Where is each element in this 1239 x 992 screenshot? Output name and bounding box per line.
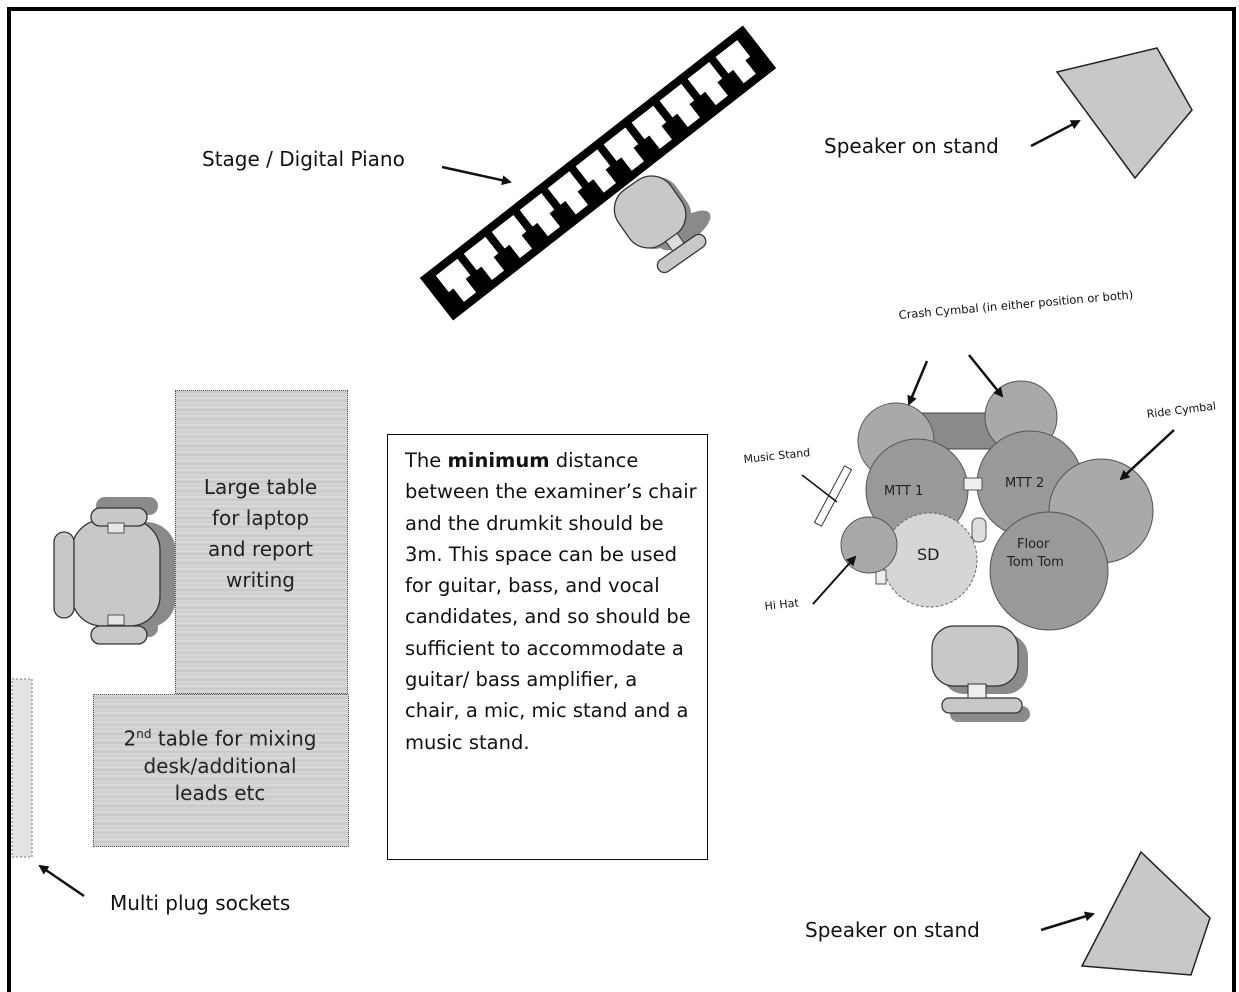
second-table-lead: 2 <box>123 726 137 751</box>
piano-key <box>687 61 728 106</box>
speaker-bottom-icon <box>1080 850 1211 976</box>
note-before: The <box>405 449 448 472</box>
label-sd: SD <box>917 545 940 564</box>
arrow-multi-plug <box>38 864 85 898</box>
note-bold: minimum <box>447 449 550 472</box>
piano-key <box>603 127 644 171</box>
label-mtt1: MTT 1 <box>884 484 924 499</box>
drum-stool-icon <box>931 625 1030 722</box>
piano-key <box>435 258 477 302</box>
music-stand-icon <box>813 465 853 527</box>
large-table <box>175 390 348 694</box>
large-table-line-2: for laptop <box>211 506 310 530</box>
piano-key <box>547 171 589 215</box>
large-table-line-3: and report <box>207 537 314 561</box>
label-speaker-top: Speaker on stand <box>824 134 999 158</box>
second-table-sup: nd <box>136 727 152 741</box>
room-border <box>7 7 1236 992</box>
arrow-speaker-bottom <box>1040 911 1095 932</box>
note-after: distance between the examiner’s chair an… <box>405 449 697 754</box>
second-table-label: 2nd table for mixing desk/additional lea… <box>93 721 347 807</box>
label-tom-tom: Tom Tom <box>1007 555 1064 570</box>
examiner-chair-icon <box>53 497 176 645</box>
drumkit-group <box>801 354 1175 722</box>
floor-tom <box>989 511 1109 631</box>
second-table-rest: table for mixing <box>151 726 317 751</box>
label-mtt2: MTT 2 <box>1005 476 1045 491</box>
label-floor: Floor <box>1017 537 1050 552</box>
label-speaker-bottom: Speaker on stand <box>805 918 980 942</box>
piano-key <box>519 193 561 237</box>
digital-piano-icon <box>419 25 777 321</box>
second-table-line-1: 2nd table for mixing <box>93 721 347 753</box>
large-table-line-1: Large table <box>203 475 318 499</box>
label-stage-piano: Stage / Digital Piano <box>202 147 405 171</box>
piano-chair-icon <box>613 175 711 274</box>
piano-key <box>715 40 756 84</box>
arrow-speaker-top <box>1030 119 1081 148</box>
piano-key <box>463 236 505 281</box>
minimum-distance-note: The minimum distance between the examine… <box>387 434 708 860</box>
piano-key <box>491 214 533 259</box>
piano-key <box>659 83 700 128</box>
second-table <box>93 694 349 847</box>
second-table-line-2: desk/additional <box>143 753 297 778</box>
second-table-line-3: leads etc <box>174 780 266 805</box>
arrow-piano <box>441 165 512 186</box>
multi-plug-strip <box>11 678 33 858</box>
large-table-line-4: writing <box>226 568 295 592</box>
label-multi-plug: Multi plug sockets <box>110 891 291 915</box>
speaker-top-icon <box>1055 47 1193 180</box>
piano-key <box>631 105 672 149</box>
large-table-label: Large table for laptop and report writin… <box>175 472 346 596</box>
piano-key <box>575 149 617 193</box>
